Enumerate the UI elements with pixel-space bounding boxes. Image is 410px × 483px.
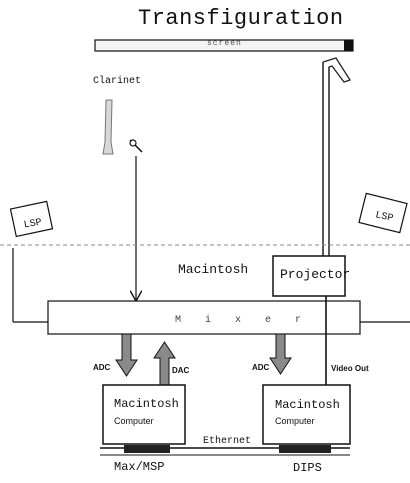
- computer-dips-type: Computer: [275, 417, 315, 426]
- mixer-label: M i x e r: [175, 316, 310, 326]
- ethernet-port-left: [124, 445, 170, 453]
- diagram-title: Transfiguration: [138, 8, 344, 30]
- clarinet-icon: [103, 100, 113, 154]
- computer-max-box: [103, 385, 185, 444]
- computer-max-name: Macintosh: [114, 398, 179, 410]
- projector-label: Projector: [280, 268, 350, 281]
- screen-label: screen: [207, 40, 242, 48]
- screen-bar-end: [344, 40, 353, 51]
- adc-left-label: ADC: [93, 364, 110, 372]
- microphone-head: [130, 140, 136, 146]
- computer-dips-box: [263, 385, 350, 444]
- computer-max-type: Computer: [114, 417, 154, 426]
- ethernet-label: Ethernet: [203, 437, 251, 447]
- software-dips-label: DIPS: [293, 462, 322, 474]
- ethernet-port-right: [279, 445, 331, 453]
- computer-dips-name: Macintosh: [275, 399, 340, 411]
- video-out-label: Video Out: [331, 365, 369, 373]
- adc-right-label: ADC: [252, 364, 269, 372]
- software-max-label: Max/MSP: [114, 461, 164, 473]
- dac-arrow: [154, 342, 175, 385]
- adc-right-arrow: [270, 334, 291, 374]
- macintosh-label: Macintosh: [178, 263, 248, 276]
- adc-left-arrow: [116, 334, 137, 376]
- dac-label: DAC: [172, 367, 189, 375]
- beam-deflector: [323, 58, 350, 82]
- clarinet-label: Clarinet: [93, 77, 141, 87]
